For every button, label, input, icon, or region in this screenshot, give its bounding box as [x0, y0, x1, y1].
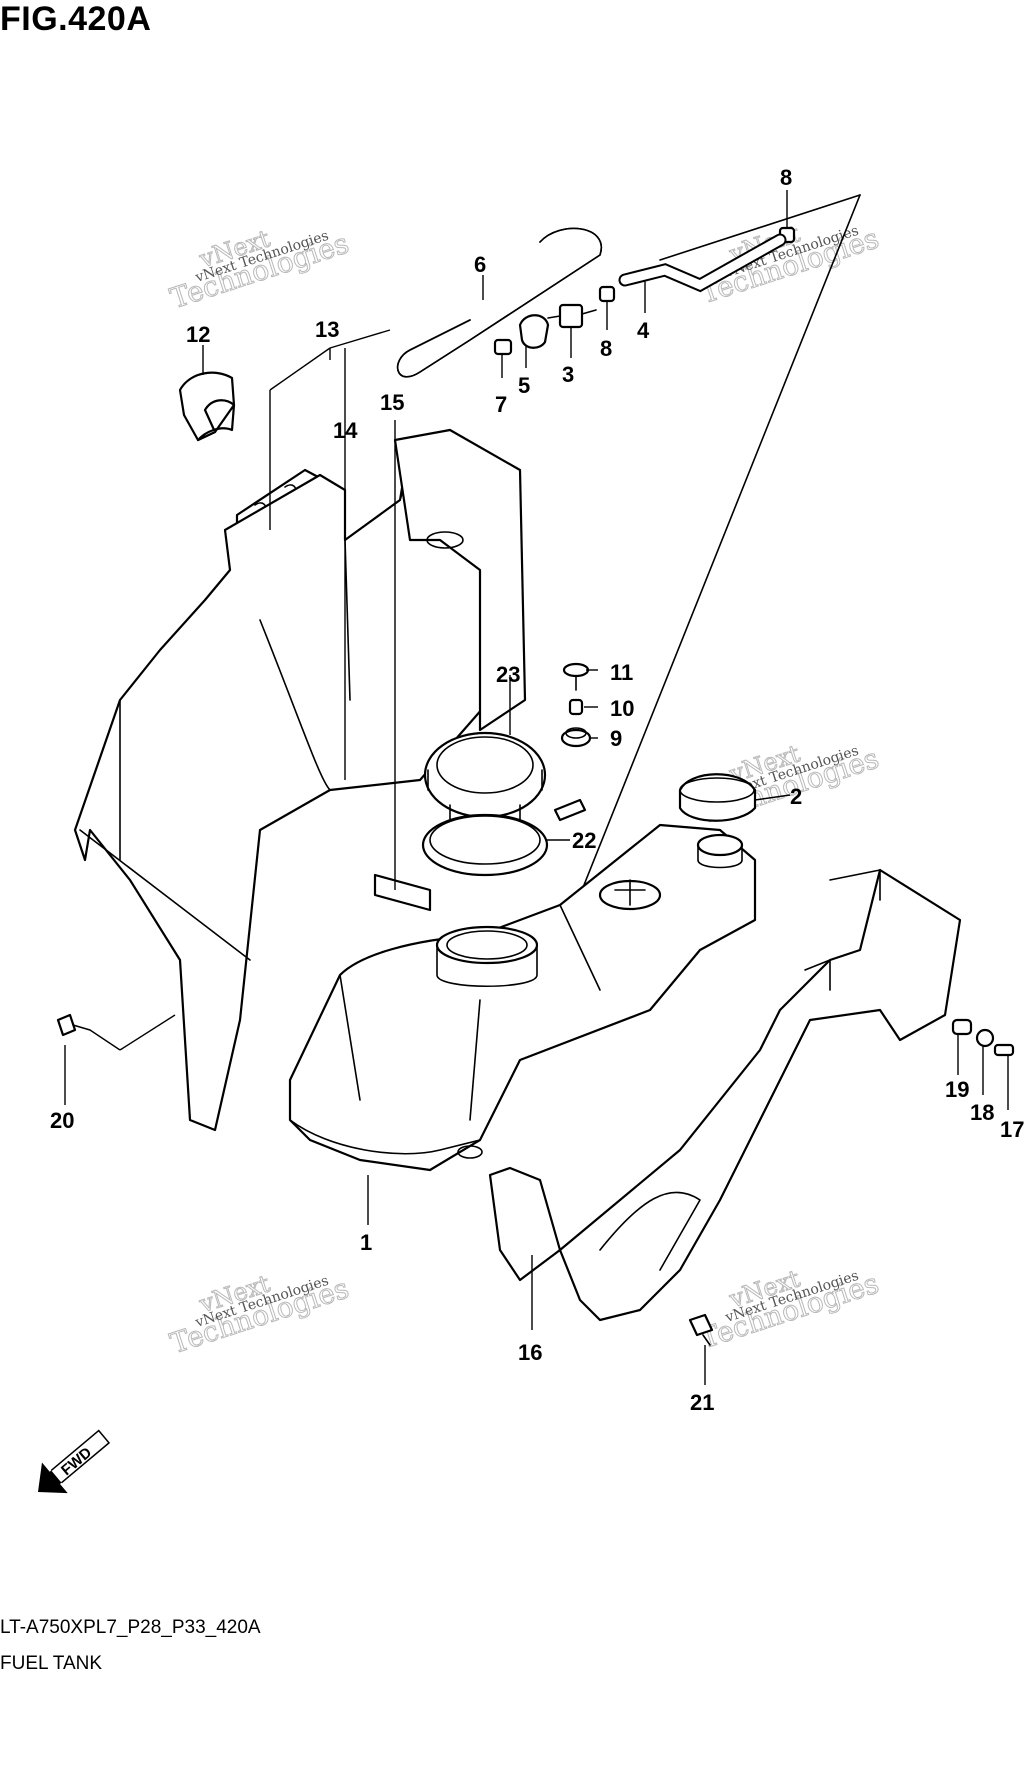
part-2-fuel-cap [678, 773, 757, 822]
tank-cap-neck [696, 833, 744, 869]
callout-4: 4 [637, 318, 650, 343]
part-8-clip-a [598, 285, 616, 303]
callout-1: 1 [360, 1230, 372, 1255]
part-5-clamp [518, 314, 550, 349]
callout-16: 16 [518, 1340, 542, 1365]
model-code: LT-A750XPL7_P28_P33_420A [0, 1617, 261, 1638]
callout-13: 13 [315, 317, 339, 342]
part-17-bolt [993, 1043, 1015, 1057]
part-16-right-cover [488, 868, 962, 1322]
tank-filler-neck [435, 925, 539, 988]
part-22-gasket [421, 813, 549, 877]
part-9-grommet [560, 727, 592, 748]
part-20-bolt [56, 1013, 91, 1037]
part-21-fastener [688, 1313, 714, 1346]
callout-20: 20 [50, 1108, 74, 1133]
callout-10: 10 [610, 696, 634, 721]
watermark-top-left: vNext Technologies vNext Technologies [166, 224, 353, 316]
tank-pump-mount [598, 879, 662, 911]
callout-14: 14 [333, 418, 358, 443]
part-4-hose [618, 233, 787, 293]
callout-22: 22 [572, 828, 596, 853]
callout-8a: 8 [600, 336, 612, 361]
part-18-washer [975, 1028, 995, 1048]
callout-12: 12 [186, 322, 210, 347]
callout-15: 15 [380, 390, 404, 415]
part-19-collar [951, 1018, 973, 1036]
part-15-block [373, 873, 432, 912]
figure-title: FIG.420A [0, 0, 152, 38]
callout-18: 18 [970, 1100, 994, 1125]
watermark-bottom-right: vNext Technologies vNext Technologies [696, 1264, 883, 1356]
part-23-lock-ring [423, 731, 547, 821]
section-name: FUEL TANK [0, 1653, 103, 1674]
leader-lines [64, 190, 1009, 1385]
callouts: 1 2 3 4 5 6 7 8 8 9 10 11 12 13 14 15 16… [50, 165, 1024, 1415]
part-22-bracket [553, 798, 587, 822]
part-7-clip [493, 338, 513, 356]
watermark-bottom-left: vNext Technologies vNext Technologies [166, 1269, 353, 1361]
watermark-top-right: vNext Technologies vNext Technologies [696, 219, 883, 311]
callout-6: 6 [474, 252, 486, 277]
callout-8b: 8 [780, 165, 792, 190]
part-11-bolt [562, 662, 590, 691]
fwd-arrow-icon: FWD [38, 1429, 111, 1494]
part-1-fuel-tank [288, 823, 757, 1172]
callout-3: 3 [562, 362, 574, 387]
callout-11: 11 [610, 660, 633, 685]
part-3-valve [547, 303, 597, 329]
callout-19: 19 [945, 1077, 969, 1102]
part-upper-shroud [393, 428, 527, 732]
callout-21: 21 [690, 1390, 714, 1415]
callout-5: 5 [518, 373, 530, 398]
assembly-lines [579, 194, 861, 896]
callout-17: 17 [1000, 1117, 1024, 1142]
callout-9: 9 [610, 726, 622, 751]
callout-7: 7 [495, 392, 507, 417]
part-12-clamp [178, 371, 236, 442]
part-6-hose [396, 227, 603, 378]
callout-2: 2 [790, 784, 802, 809]
callout-23: 23 [496, 662, 520, 687]
part-10-collar [568, 698, 584, 716]
